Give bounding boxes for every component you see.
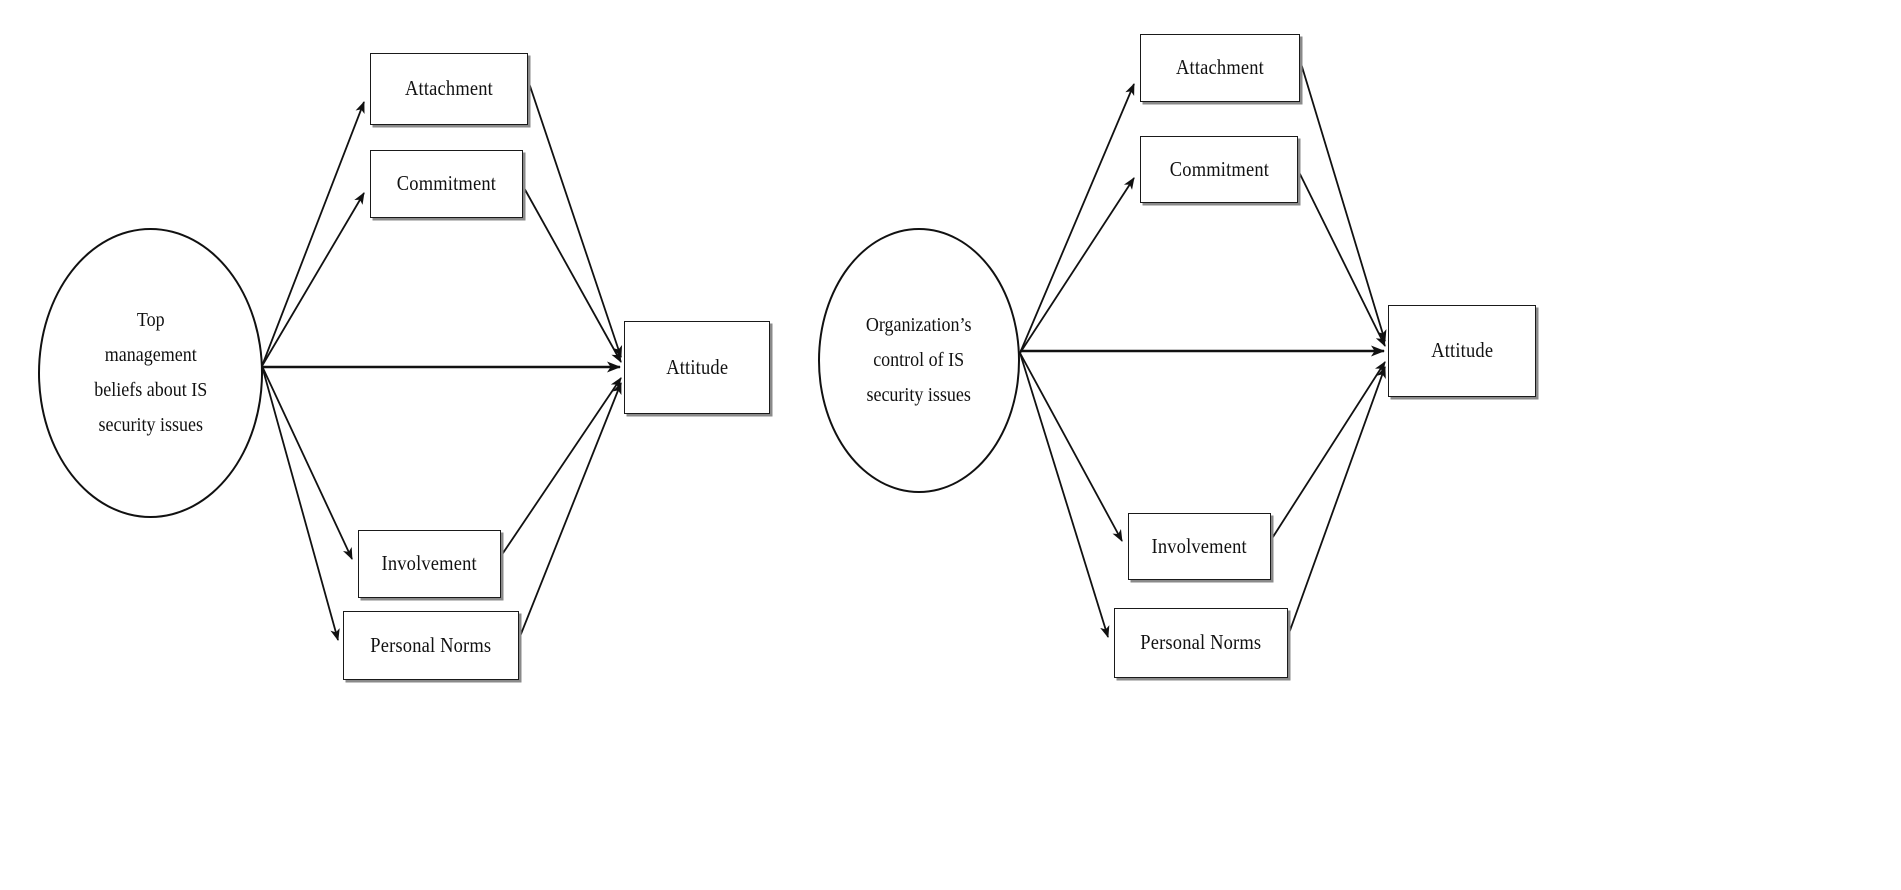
right-attachment-box[interactable]: Attachment bbox=[1140, 34, 1300, 102]
left-attachment-box[interactable]: Attachment bbox=[370, 53, 528, 125]
left-involvement-box[interactable]: Involvement bbox=[358, 530, 501, 598]
right-attitude-label: Attitude bbox=[1431, 338, 1493, 363]
left-commitment-box[interactable]: Commitment bbox=[370, 150, 523, 218]
edge-attachment-to-attitude bbox=[527, 79, 623, 358]
right-source-ellipse[interactable]: Organization’s control of IS security is… bbox=[818, 228, 1020, 493]
right-source-label: Organization’s control of IS security is… bbox=[866, 314, 972, 406]
right-commitment-box[interactable]: Commitment bbox=[1140, 136, 1298, 203]
right-commitment-label: Commitment bbox=[1169, 156, 1269, 181]
right-attachment-label: Attachment bbox=[1176, 55, 1264, 80]
edge-source-to-personal-norms bbox=[261, 365, 340, 641]
edge-source-to-attachment bbox=[1019, 83, 1135, 354]
left-attitude-label: Attitude bbox=[666, 354, 728, 379]
edge-source-to-involvement bbox=[1019, 352, 1123, 542]
left-attachment-label: Attachment bbox=[405, 76, 493, 101]
edge-attachment-to-attitude bbox=[1299, 59, 1387, 342]
right-attitude-box[interactable]: Attitude bbox=[1388, 305, 1536, 397]
right-involvement-label: Involvement bbox=[1151, 533, 1248, 558]
left-source-ellipse[interactable]: Top management beliefs about IS security… bbox=[38, 228, 263, 518]
right-involvement-box[interactable]: Involvement bbox=[1128, 513, 1271, 580]
edge-source-to-commitment bbox=[1019, 177, 1135, 354]
left-model-edges bbox=[261, 79, 623, 641]
edge-commitment-to-attitude bbox=[522, 185, 622, 363]
edge-involvement-to-attitude bbox=[1270, 361, 1386, 541]
left-personal-norms-box[interactable]: Personal Norms bbox=[343, 611, 519, 680]
edge-source-to-involvement bbox=[261, 365, 353, 560]
edge-personal-norms-to-attitude bbox=[518, 382, 622, 640]
left-personal-norms-label: Personal Norms bbox=[370, 632, 492, 657]
right-model-edges bbox=[1019, 59, 1387, 638]
edge-personal-norms-to-attitude bbox=[1287, 366, 1386, 637]
left-involvement-label: Involvement bbox=[381, 551, 478, 576]
edge-source-to-attachment bbox=[261, 101, 365, 367]
edge-involvement-to-attitude bbox=[500, 377, 622, 557]
edge-source-to-personal-norms bbox=[1019, 352, 1110, 638]
left-attitude-box[interactable]: Attitude bbox=[624, 321, 770, 414]
left-commitment-label: Commitment bbox=[396, 171, 497, 196]
right-personal-norms-box[interactable]: Personal Norms bbox=[1114, 608, 1288, 678]
left-source-label: Top management beliefs about IS security… bbox=[94, 309, 207, 436]
edge-source-to-commitment bbox=[261, 192, 365, 367]
edge-commitment-to-attitude bbox=[1297, 169, 1386, 347]
right-personal-norms-label: Personal Norms bbox=[1140, 630, 1262, 655]
